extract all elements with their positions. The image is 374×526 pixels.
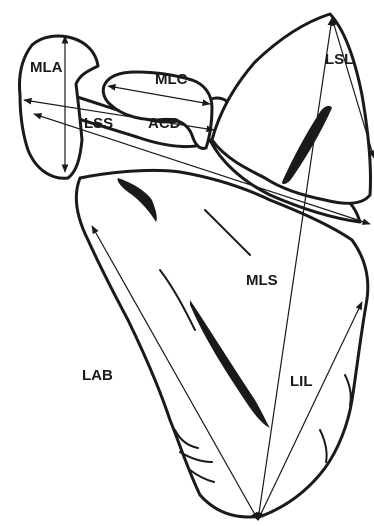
label-mls: MLS (246, 272, 278, 289)
label-lab: LAB (82, 367, 113, 384)
label-lsl: LSL (325, 51, 353, 68)
label-lil: LIL (290, 373, 313, 390)
scapula-body-outline (76, 170, 367, 517)
label-mla: MLA (30, 59, 63, 76)
label-lss: LSS (84, 115, 113, 132)
label-acd: ACD (148, 115, 181, 132)
label-mlc: MLC (155, 71, 188, 88)
